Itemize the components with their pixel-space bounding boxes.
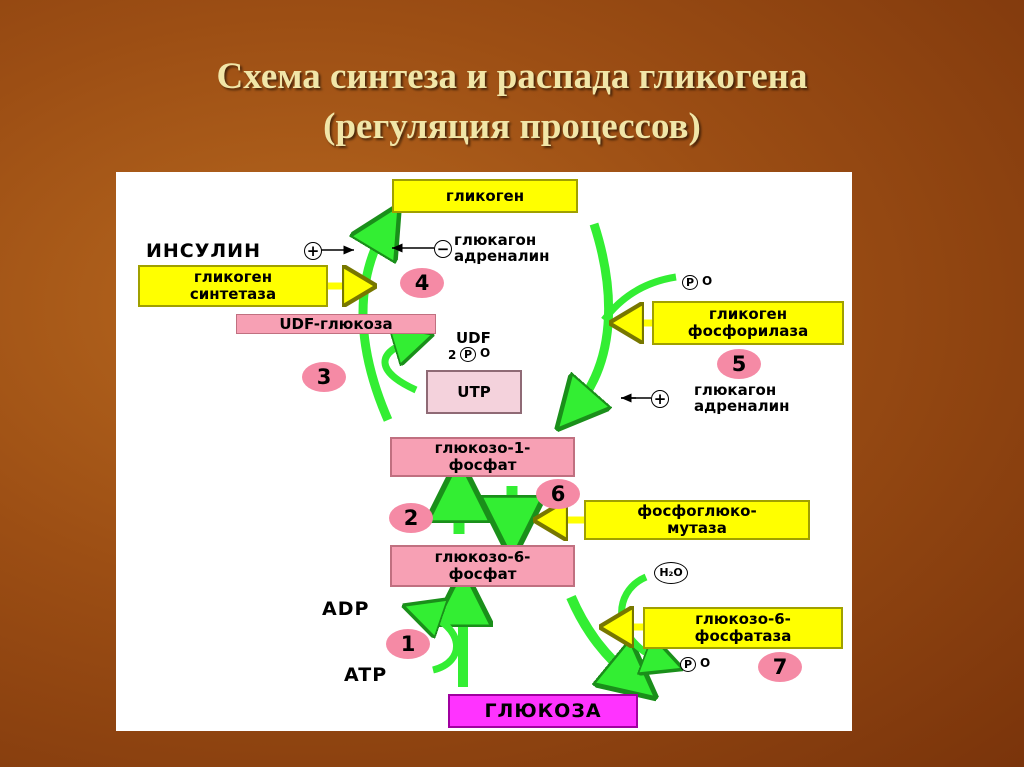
- synthase-label-1: гликоген: [193, 268, 273, 286]
- step-3-circle: 3: [302, 362, 346, 392]
- step-6-label: 6: [550, 482, 566, 506]
- pi-circle-phosphorylase: P: [682, 275, 698, 290]
- glucose-label: ГЛЮКОЗА: [484, 699, 602, 722]
- synthase-label-2: синтетаза: [189, 285, 277, 303]
- plus-label: +: [306, 242, 320, 260]
- diagram-panel: гликоген глюкозо-1- фосфат глюкозо-6- фо…: [116, 172, 852, 731]
- step-2-label: 2: [403, 506, 419, 530]
- step-3-label: 3: [316, 365, 332, 389]
- phosphoglucomutase-box: фосфоглюко- мутаза: [584, 500, 810, 540]
- g1p-label-1: глюкозо-1-: [434, 439, 531, 457]
- h2o-label: H₂O: [659, 566, 683, 579]
- g1p-label-2: фосфат: [448, 456, 517, 474]
- step-1-circle: 1: [386, 629, 430, 659]
- phosphorylase-label-2: фосфорилаза: [687, 322, 809, 340]
- glucose-6-phosphatase-box: глюкозо-6- фосфатаза: [643, 607, 843, 649]
- glucose-box: ГЛЮКОЗА: [448, 694, 638, 728]
- o-label-phosphatase: O: [700, 656, 711, 670]
- h2o-circle: H₂O: [654, 562, 688, 584]
- pi-circle-phosphatase: P: [680, 657, 696, 672]
- mutase-label-1: фосфоглюко-: [637, 502, 757, 520]
- arrow-glycogen-to-g1p: [574, 222, 614, 410]
- utp-box: UTP: [426, 370, 522, 414]
- atp-label: ATP: [344, 664, 388, 686]
- step-2-circle: 2: [389, 503, 433, 533]
- step-5-circle: 5: [717, 349, 761, 379]
- step-1-label: 1: [400, 632, 416, 656]
- glycogen-box: гликоген: [392, 179, 578, 213]
- utp-label: UTP: [457, 382, 491, 401]
- glucagon-label-top: глюкагон: [454, 231, 537, 249]
- glycogen-label: гликоген: [445, 186, 525, 205]
- udf-stoich: 2: [448, 348, 457, 362]
- step-4-circle: 4: [400, 268, 444, 298]
- pathway-arrows: [321, 172, 852, 731]
- glycogen-phosphorylase-box: гликоген фосфорилаза: [652, 301, 844, 345]
- o-label-phosphorylase: O: [702, 274, 713, 288]
- adrenaline-label-top: адреналин: [454, 247, 550, 265]
- phosphatase-label-2: фосфатаза: [694, 627, 792, 645]
- p-label-phosphorylase: P: [685, 276, 695, 289]
- arrow-g6p-to-glucose: [566, 595, 634, 680]
- adp-label: ADP: [322, 598, 370, 620]
- title-line-2: (регуляция процессов): [323, 106, 701, 147]
- arrow-utp-to-udf-glucose: [381, 340, 416, 394]
- plus-label-2: +: [653, 390, 667, 408]
- g6p-label-2: фосфат: [448, 565, 517, 583]
- o-label-udf: O: [480, 346, 491, 360]
- insulin-plus-sign: +: [304, 242, 322, 260]
- step-5-label: 5: [731, 352, 747, 376]
- phosphorylase-label-1: гликоген: [708, 305, 788, 323]
- g6p-label-1: глюкозо-6-: [434, 548, 531, 566]
- glucagon-plus-sign: +: [651, 390, 669, 408]
- glucagon-minus-sign: −: [434, 240, 452, 258]
- udf-glucose-label: UDF-глюкоза: [279, 314, 393, 333]
- mutase-label-2: мутаза: [667, 519, 727, 537]
- arrow-synthesis-to-glycogen: [363, 227, 388, 422]
- pi-circle-udf: P: [460, 347, 476, 362]
- arrow-atp-to-adp: [422, 612, 460, 674]
- udf-label: UDF: [456, 329, 491, 347]
- glucose-1-phosphate-box: глюкозо-1- фосфат: [390, 437, 575, 477]
- adrenaline-label-bottom: адреналин: [694, 397, 790, 415]
- step-4-label: 4: [414, 271, 430, 295]
- glucose-6-phosphate-box: глюкозо-6- фосфат: [390, 545, 575, 587]
- minus-label: −: [436, 240, 450, 258]
- p-label-phosphatase: P: [683, 658, 693, 671]
- insulin-label: ИНСУЛИН: [146, 240, 261, 262]
- step-7-circle: 7: [758, 652, 802, 682]
- phosphatase-label-1: глюкозо-6-: [695, 610, 791, 628]
- udf-glucose-box: UDF-глюкоза: [236, 314, 436, 334]
- glucagon-label-bottom: глюкагон: [694, 381, 777, 399]
- title-line-1: Схема синтеза и распада гликогена: [216, 56, 808, 97]
- slide-title: Схема синтеза и распада гликогена (регул…: [0, 52, 1024, 152]
- glycogen-synthase-box: гликоген синтетаза: [138, 265, 328, 307]
- step-6-circle: 6: [536, 479, 580, 509]
- p-label-udf: P: [463, 348, 473, 361]
- step-7-label: 7: [772, 655, 788, 679]
